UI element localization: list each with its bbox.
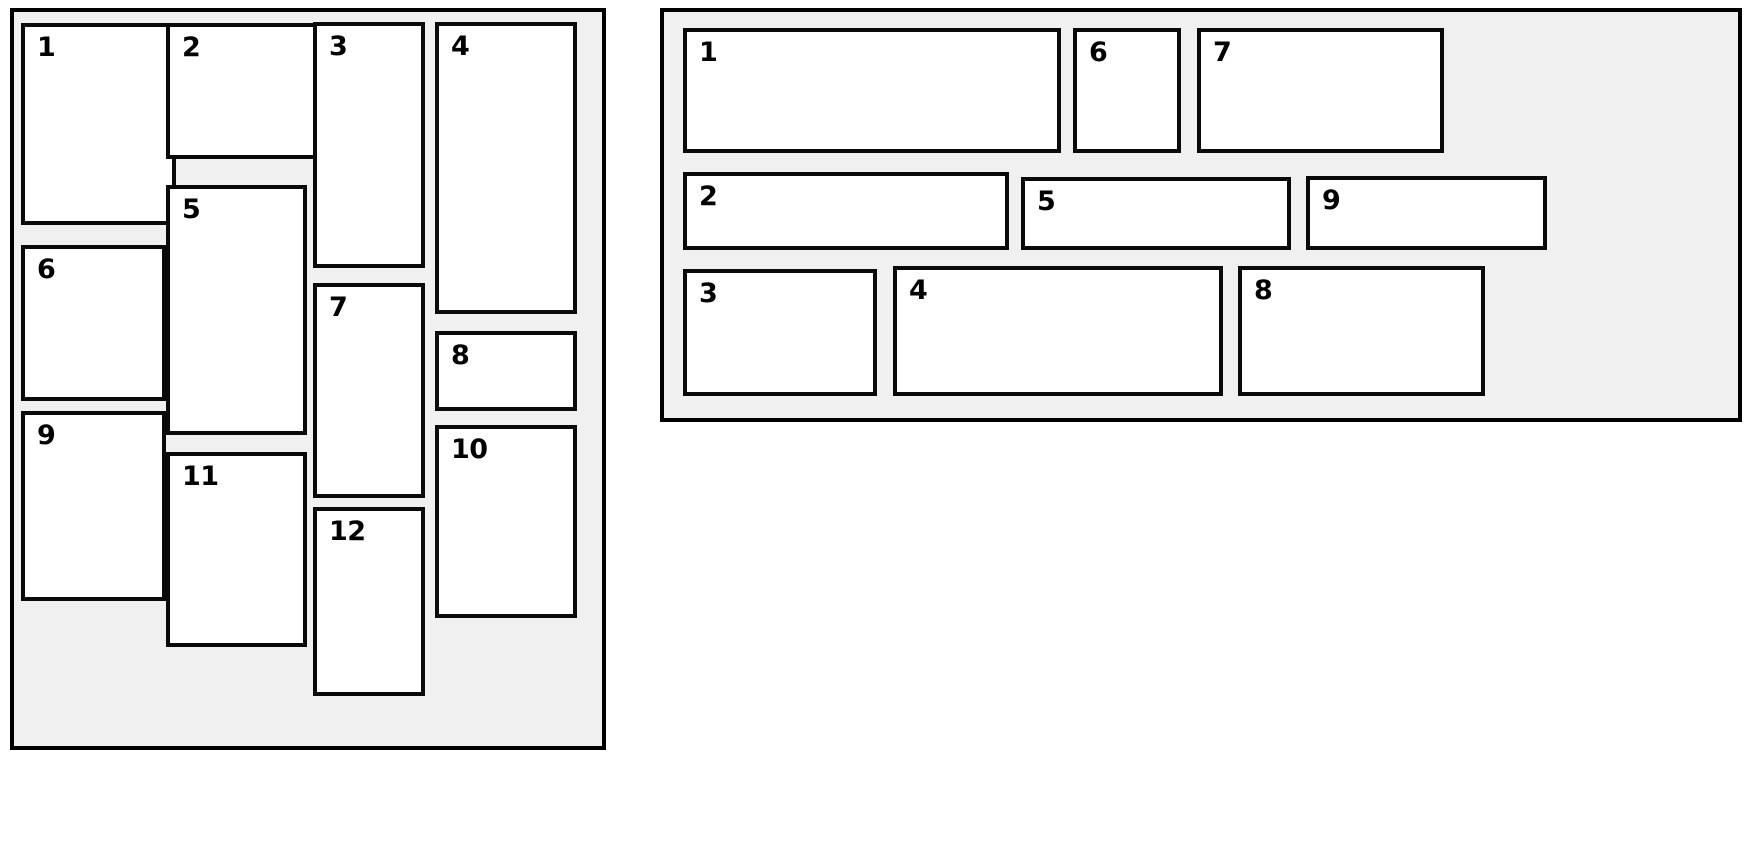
layout-box-5[interactable]: 5	[1021, 177, 1291, 250]
layout-box-8[interactable]: 8	[435, 331, 577, 411]
layout-box-label: 9	[37, 420, 56, 451]
layout-box-10[interactable]: 10	[435, 425, 577, 618]
layout-box-5[interactable]: 5	[166, 185, 307, 435]
layout-box-label: 1	[699, 37, 718, 68]
layout-box-4[interactable]: 4	[435, 22, 577, 314]
layout-box-label: 9	[1322, 185, 1341, 216]
layout-box-label: 2	[182, 32, 201, 63]
layout-box-7[interactable]: 7	[313, 283, 425, 498]
layout-box-label: 7	[329, 292, 348, 323]
layout-box-1[interactable]: 1	[21, 23, 176, 225]
layout-box-label: 10	[451, 434, 488, 465]
layout-box-label: 8	[1254, 275, 1273, 306]
layout-box-label: 3	[699, 278, 718, 309]
layout-box-label: 8	[451, 340, 470, 371]
layout-box-label: 12	[329, 516, 366, 547]
layout-box-label: 6	[37, 254, 56, 285]
layout-box-4[interactable]: 4	[893, 266, 1223, 396]
layout-box-label: 5	[182, 194, 201, 225]
layout-box-label: 5	[1037, 186, 1056, 217]
layout-box-9[interactable]: 9	[21, 411, 166, 601]
layout-box-2[interactable]: 2	[683, 172, 1009, 250]
layout-box-label: 1	[37, 32, 56, 63]
layout-box-1[interactable]: 1	[683, 28, 1061, 153]
layout-box-label: 7	[1213, 37, 1232, 68]
layout-box-2[interactable]: 2	[166, 23, 331, 159]
layout-box-3[interactable]: 3	[683, 269, 877, 396]
layout-box-11[interactable]: 11	[166, 452, 307, 647]
layout-box-6[interactable]: 6	[21, 245, 166, 401]
layout-box-label: 3	[329, 31, 348, 62]
layout-box-9[interactable]: 9	[1306, 176, 1547, 250]
layout-box-6[interactable]: 6	[1073, 28, 1181, 153]
right-panel-container: 1 6 7 2 5 9 3 4 8	[660, 8, 1742, 422]
layout-box-12[interactable]: 12	[313, 507, 425, 696]
layout-box-7[interactable]: 7	[1197, 28, 1444, 153]
layout-box-label: 4	[451, 31, 470, 62]
layout-box-label: 11	[182, 461, 219, 492]
layout-box-label: 4	[909, 275, 928, 306]
layout-box-label: 2	[699, 181, 718, 212]
layout-box-label: 6	[1089, 37, 1108, 68]
layout-box-3[interactable]: 3	[313, 22, 425, 268]
layout-box-8[interactable]: 8	[1238, 266, 1485, 396]
